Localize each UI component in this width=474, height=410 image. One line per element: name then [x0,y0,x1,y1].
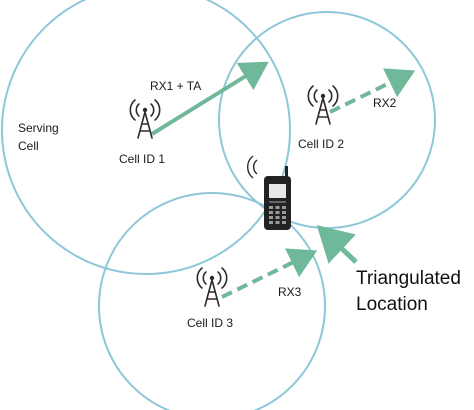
rx1-ta-arrow [150,61,269,136]
triangulated-location-label-line1: Triangulated [356,268,461,289]
rx3-label: RX3 [278,285,302,299]
rx1-ta-label: RX1 + TA [150,79,201,93]
serving-cell-label-line1: Serving [18,121,59,135]
triangulated-location-label-line2: Location [356,294,428,315]
cell-tower-icon [307,85,339,125]
cell-tower-icon [129,99,161,139]
cell-3-circle [98,192,326,410]
rx2-label: RX2 [373,96,397,110]
cell-tower-icon [196,267,228,307]
cell-id-2-label: Cell ID 2 [298,137,344,151]
serving-cell-circle [1,0,291,275]
serving-cell-label-line2: Cell [18,139,39,153]
mobile-phone-icon [247,155,291,230]
triangulated-location-arrow [316,225,358,264]
cell-id-1-label: Cell ID 1 [119,152,165,166]
cell-id-3-label: Cell ID 3 [187,316,233,330]
rx2-arrow [329,68,416,114]
cell-2-circle [218,11,436,229]
